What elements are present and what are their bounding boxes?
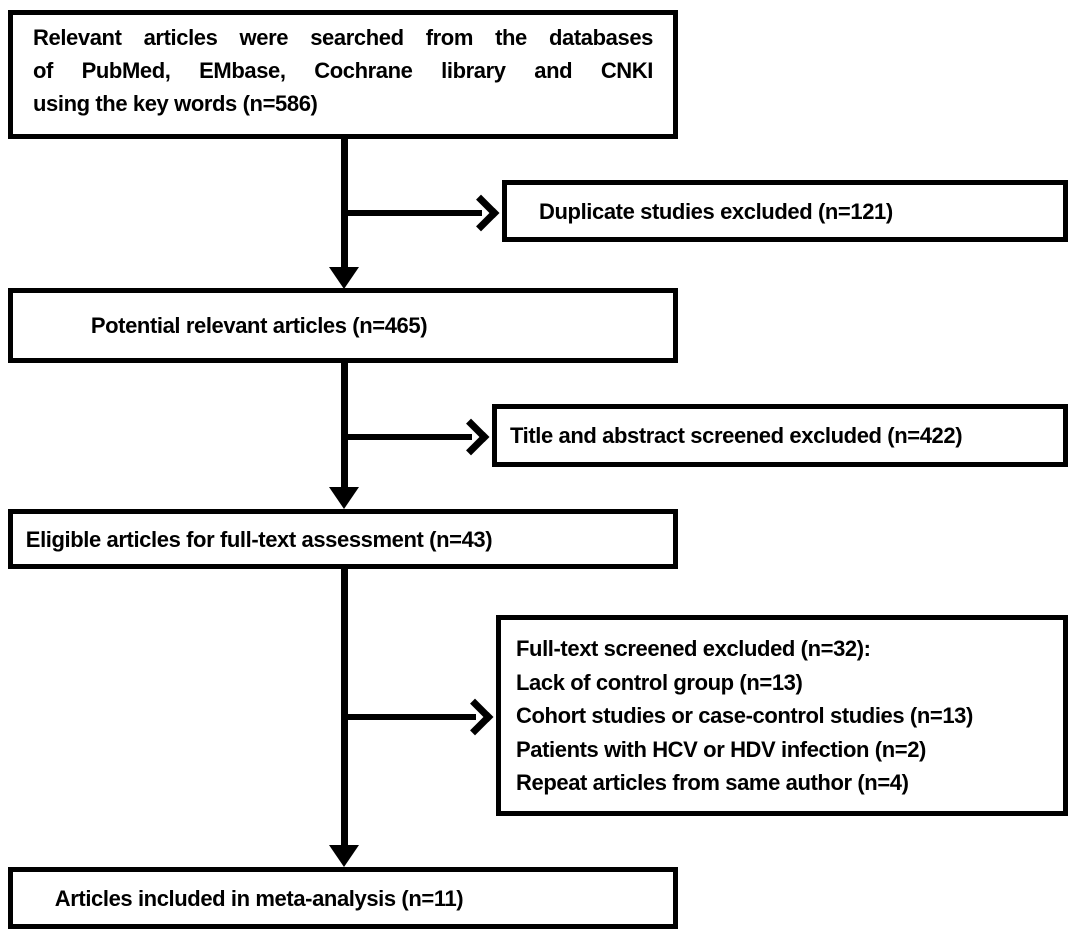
connector-eligible-to-included — [341, 569, 348, 847]
arrowhead-down-potential-icon — [329, 267, 359, 289]
box-included-meta-analysis: Articles included in meta-analysis (n=11… — [8, 867, 678, 929]
connector-potential-to-eligible — [341, 363, 348, 489]
connector-branch-fulltext-excluded — [344, 714, 476, 720]
fulltext-excluded-line-3: Cohort studies or case-control studies (… — [516, 703, 973, 728]
box-duplicates-excluded: Duplicate studies excluded (n=121) — [502, 180, 1068, 242]
box-eligible-fulltext: Eligible articles for full-text assessme… — [8, 509, 678, 569]
fulltext-excluded-line-1: Full-text screened excluded (n=32): — [516, 636, 871, 661]
connector-branch-title-abstract — [344, 434, 472, 440]
potential-relevant-label: Potential relevant articles (n=465) — [90, 313, 428, 338]
search-line-3: using the key words (n=586) — [33, 91, 318, 116]
box-fulltext-excluded: Full-text screened excluded (n=32): Lack… — [496, 615, 1068, 816]
arrowhead-right-title-abstract-icon — [452, 418, 490, 456]
title-abstract-excluded-label: Title and abstract screened excluded (n=… — [510, 423, 963, 448]
fulltext-excluded-line-5: Repeat articles from same author (n=4) — [516, 770, 909, 795]
box-database-search: Relevant articles were searched from the… — [8, 10, 678, 139]
connector-search-to-potential — [341, 139, 348, 269]
search-line-2: of PubMed, EMbase, Cochrane library and … — [33, 58, 653, 83]
eligible-fulltext-label: Eligible articles for full-text assessme… — [25, 526, 493, 552]
fulltext-excluded-line-4: Patients with HCV or HDV infection (n=2) — [516, 736, 926, 762]
connector-branch-duplicates — [344, 210, 482, 216]
duplicates-excluded-label: Duplicate studies excluded (n=121) — [539, 198, 893, 224]
box-potential-relevant: Potential relevant articles (n=465) — [8, 288, 678, 363]
arrowhead-right-fulltext-excluded-icon — [456, 698, 494, 736]
fulltext-excluded-line-2: Lack of control group (n=13) — [516, 669, 803, 695]
arrowhead-down-included-icon — [329, 845, 359, 867]
arrowhead-right-duplicates-icon — [462, 194, 500, 232]
search-line-1: Relevant articles were searched from the… — [33, 25, 653, 50]
box-title-abstract-excluded: Title and abstract screened excluded (n=… — [492, 404, 1068, 467]
included-meta-analysis-label: Articles included in meta-analysis (n=11… — [54, 885, 464, 911]
arrowhead-down-eligible-icon — [329, 487, 359, 509]
